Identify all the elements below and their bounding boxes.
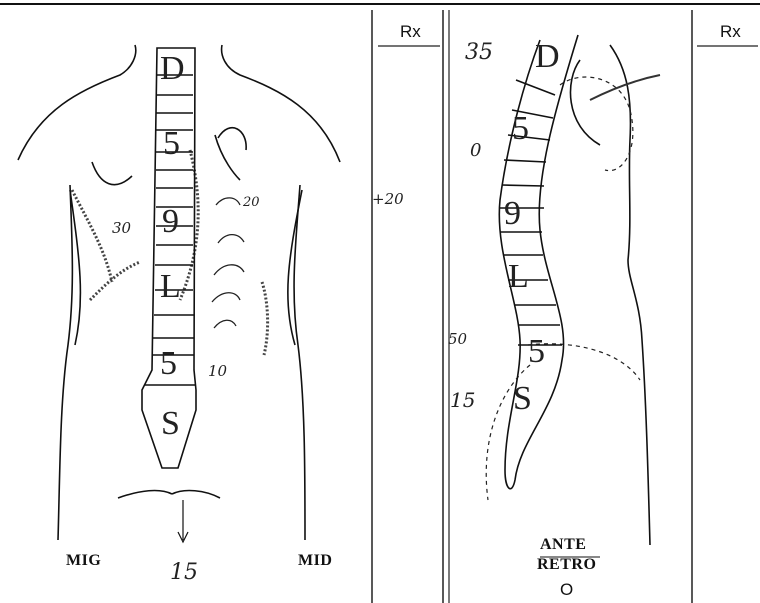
back-vertebra-label: 5 bbox=[160, 345, 177, 383]
shading bbox=[72, 150, 268, 355]
side-vertebra-label: 5 bbox=[528, 333, 545, 371]
handwritten-note: 50 bbox=[448, 330, 467, 348]
circle-symbol: O bbox=[560, 580, 573, 600]
handwritten-note: 30 bbox=[112, 219, 131, 237]
side-view-body bbox=[570, 45, 650, 545]
handwritten-note: 15 bbox=[450, 388, 475, 412]
handwritten-note: 10 bbox=[208, 362, 227, 380]
side-vertebra-label: 5 bbox=[512, 110, 529, 148]
arrow-down-icon bbox=[178, 500, 188, 542]
side-vertebra-label: D bbox=[535, 38, 560, 76]
label-retro: RETRO bbox=[537, 556, 596, 574]
handwritten-note: 0 bbox=[470, 140, 481, 161]
handwritten-note: 35 bbox=[465, 40, 493, 65]
rx-header: Rx bbox=[720, 22, 741, 42]
back-vertebra-label: 9 bbox=[162, 203, 179, 241]
back-vertebra-label: S bbox=[161, 405, 180, 443]
label-mig: MIG bbox=[66, 552, 101, 570]
side-vertebra-label: 9 bbox=[504, 195, 521, 233]
handwritten-note: 20 bbox=[243, 195, 260, 210]
rx-header: Rx bbox=[400, 22, 421, 42]
back-vertebra-label: 5 bbox=[163, 125, 180, 163]
label-mid: MID bbox=[298, 552, 332, 570]
handwritten-note: 15 bbox=[170, 560, 198, 585]
side-vertebra-label: S bbox=[513, 380, 532, 418]
rx-note: +20 bbox=[372, 190, 404, 208]
rib-arcs bbox=[212, 198, 244, 328]
back-vertebra-label: L bbox=[160, 268, 181, 306]
side-vertebra-label: L bbox=[508, 258, 529, 296]
back-vertebra-label: D bbox=[160, 50, 185, 88]
label-ante: ANTE bbox=[540, 536, 586, 554]
